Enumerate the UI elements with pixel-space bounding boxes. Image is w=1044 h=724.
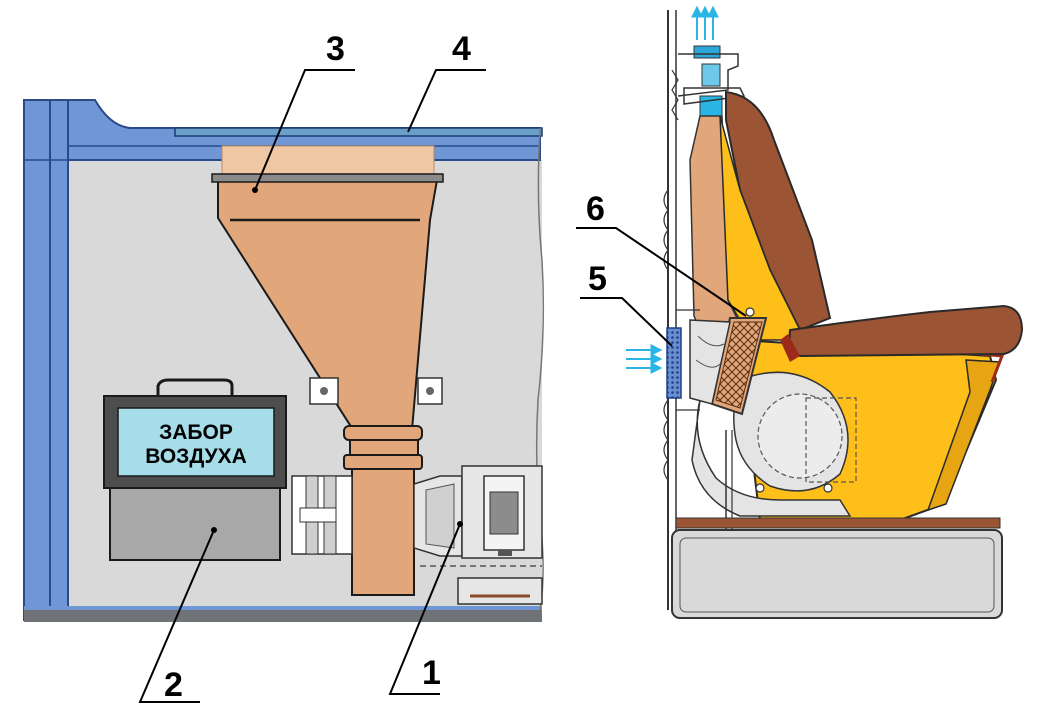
left-wall	[23, 99, 69, 621]
lower-pipe	[351, 468, 415, 596]
callout-2: 2	[164, 666, 183, 704]
leader-5	[580, 297, 673, 347]
inlet-grille	[666, 327, 682, 399]
sign-line2: ВОЗДУХА	[145, 445, 247, 468]
callout-6: 6	[586, 190, 605, 228]
sign-line1: ЗАБОР	[159, 421, 233, 444]
duct-top-neck	[221, 145, 435, 175]
callout-1: 1	[422, 654, 441, 692]
right-seat-section: 6 5	[576, 5, 1024, 619]
clamp-ring-lower	[343, 454, 423, 470]
leader-4	[407, 69, 486, 133]
callout-3: 3	[326, 30, 345, 68]
left-installation: ЗАБОР ВОЗДУХА 3 4 2 1	[23, 30, 545, 704]
clamp-ring-upper	[343, 425, 423, 441]
leader-1	[388, 523, 461, 695]
leader-6	[576, 227, 747, 317]
seat-floor-board	[675, 517, 1001, 529]
callout-4: 4	[452, 30, 471, 68]
leader-3	[254, 69, 355, 191]
leader-2	[138, 529, 215, 703]
support-frame	[457, 577, 543, 605]
intake-box-body	[109, 485, 281, 561]
intake-sign	[117, 407, 275, 477]
intake-handle	[156, 378, 234, 396]
outlet-grille	[693, 45, 721, 59]
callout-5: 5	[588, 260, 607, 298]
grille-strip	[174, 127, 543, 137]
